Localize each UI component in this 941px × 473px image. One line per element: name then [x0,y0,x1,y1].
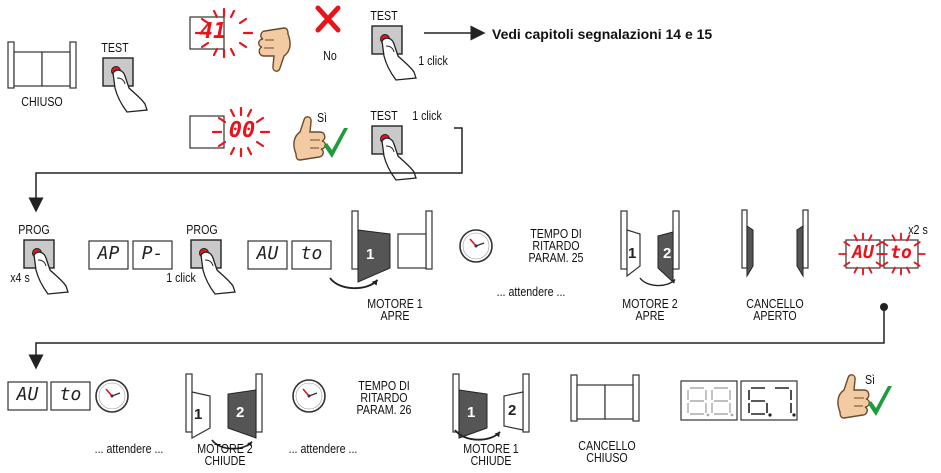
green-check-icon [324,128,348,158]
gate-closed-icon [7,41,77,89]
label-attendere: ... attendere ... [288,441,358,456]
label-cancello-chiuso: CANCELLO CHIUSO [570,438,644,465]
label-x4s: x4 s [10,270,30,285]
label-line: RITARDO [360,390,408,405]
display-ap-icon [88,240,173,270]
label-line: MOTORE 1 [367,296,423,311]
label-motore1-apre: MOTORE 1 APRE [358,296,432,323]
label-prog: PROG [186,222,218,237]
label-line: APERTO [753,308,797,323]
green-check-icon [868,386,892,416]
label-test: TEST [370,108,398,123]
display-au-to-flashing-icon [838,232,926,276]
label-line: APRE [635,308,665,323]
label-line: CANCELLO [746,296,804,311]
label-test: TEST [101,40,129,55]
label-line: PARAM. 26 [356,402,412,417]
label-si: Sì [864,372,876,387]
leaf-number: 1 [628,245,637,262]
label-1-click: 1 click [166,270,196,285]
display-ap: AP [97,243,120,264]
gate-motor1-close-icon [452,373,530,441]
label-motore2-chiude: MOTORE 2 CHIUDE [188,441,262,468]
test-button-icon [371,25,417,81]
label-si: Sì [316,110,328,125]
label-line: MOTORE 1 [463,441,519,456]
label-line: MOTORE 2 [197,441,253,456]
label-line: RITARDO [532,238,580,253]
gate-open-icon [741,209,809,278]
display-41-icon [189,7,254,59]
label-motore2-apre: MOTORE 2 APRE [613,296,687,323]
prog-button-icon [190,239,236,295]
display-au: AU [16,384,39,405]
gate-motor1-open-icon [329,210,433,290]
display-au-flashing: AU [852,242,874,263]
connector-line [28,307,885,370]
display-to-flashing: to [890,242,912,263]
display-p-dash: P- [141,243,164,264]
label-x2s: x2 s [908,222,928,237]
label-attendere: ... attendere ... [94,441,164,456]
display-to: to [300,243,323,264]
label-cancello-aperto: CANCELLO APERTO [738,296,812,323]
clock-icon [95,379,129,413]
display-code-41: 41 [199,19,227,44]
label-line: CHIUDE [204,453,246,468]
leaf-number: 1 [467,404,476,421]
label-vedi-capitoli: Vedi capitoli segnalazioni 14 e 15 [492,26,713,42]
test-button-icon [371,125,417,181]
label-line: APRE [380,308,410,323]
label-line: CHIUSO [586,450,628,465]
leaf-number: 2 [508,402,517,419]
display-au-to-icon [247,240,332,270]
gate-motor2-open-icon [620,210,680,287]
display-00-icon [189,106,271,158]
label-line: MOTORE 2 [622,296,678,311]
display-eight-icon [680,380,798,421]
label-no: No [323,48,337,63]
label-line: CHIUDE [470,453,512,468]
label-chiuso: CHIUSO [21,94,63,109]
leaf-number: 2 [236,404,245,421]
label-line: TEMPO DI [530,226,582,241]
leaf-number: 1 [366,246,375,263]
label-attendere: ... attendere ... [496,284,566,299]
label-line: CANCELLO [578,438,636,453]
prog-button-icon [23,239,69,295]
display-to: to [59,384,82,405]
label-line: TEMPO DI [358,378,410,393]
label-motore1-chiude: MOTORE 1 CHIUDE [454,441,528,468]
display-au-to-icon [7,381,91,411]
red-x-icon [315,5,341,33]
label-1-click: 1 click [412,108,442,123]
gate-motor2-close-icon [185,373,263,450]
label-tempo-ritardo: TEMPO DI RITARDO PARAM. 25 [523,226,589,265]
clock-icon [292,379,326,413]
display-au: AU [256,243,279,264]
display-code-00: 00 [228,118,256,143]
label-tempo-ritardo: TEMPO DI RITARDO PARAM. 26 [351,378,417,417]
leaf-number: 1 [194,406,203,423]
clock-icon [459,229,493,263]
label-line: PARAM. 25 [528,250,584,265]
leaf-number: 2 [663,245,672,262]
label-test: TEST [370,8,398,23]
thumbs-down-icon [258,27,291,72]
label-1-click: 1 click [418,53,448,68]
gate-closed-icon [570,374,640,422]
connector-line [28,127,463,213]
test-button-icon [102,57,148,113]
label-prog: PROG [18,222,50,237]
